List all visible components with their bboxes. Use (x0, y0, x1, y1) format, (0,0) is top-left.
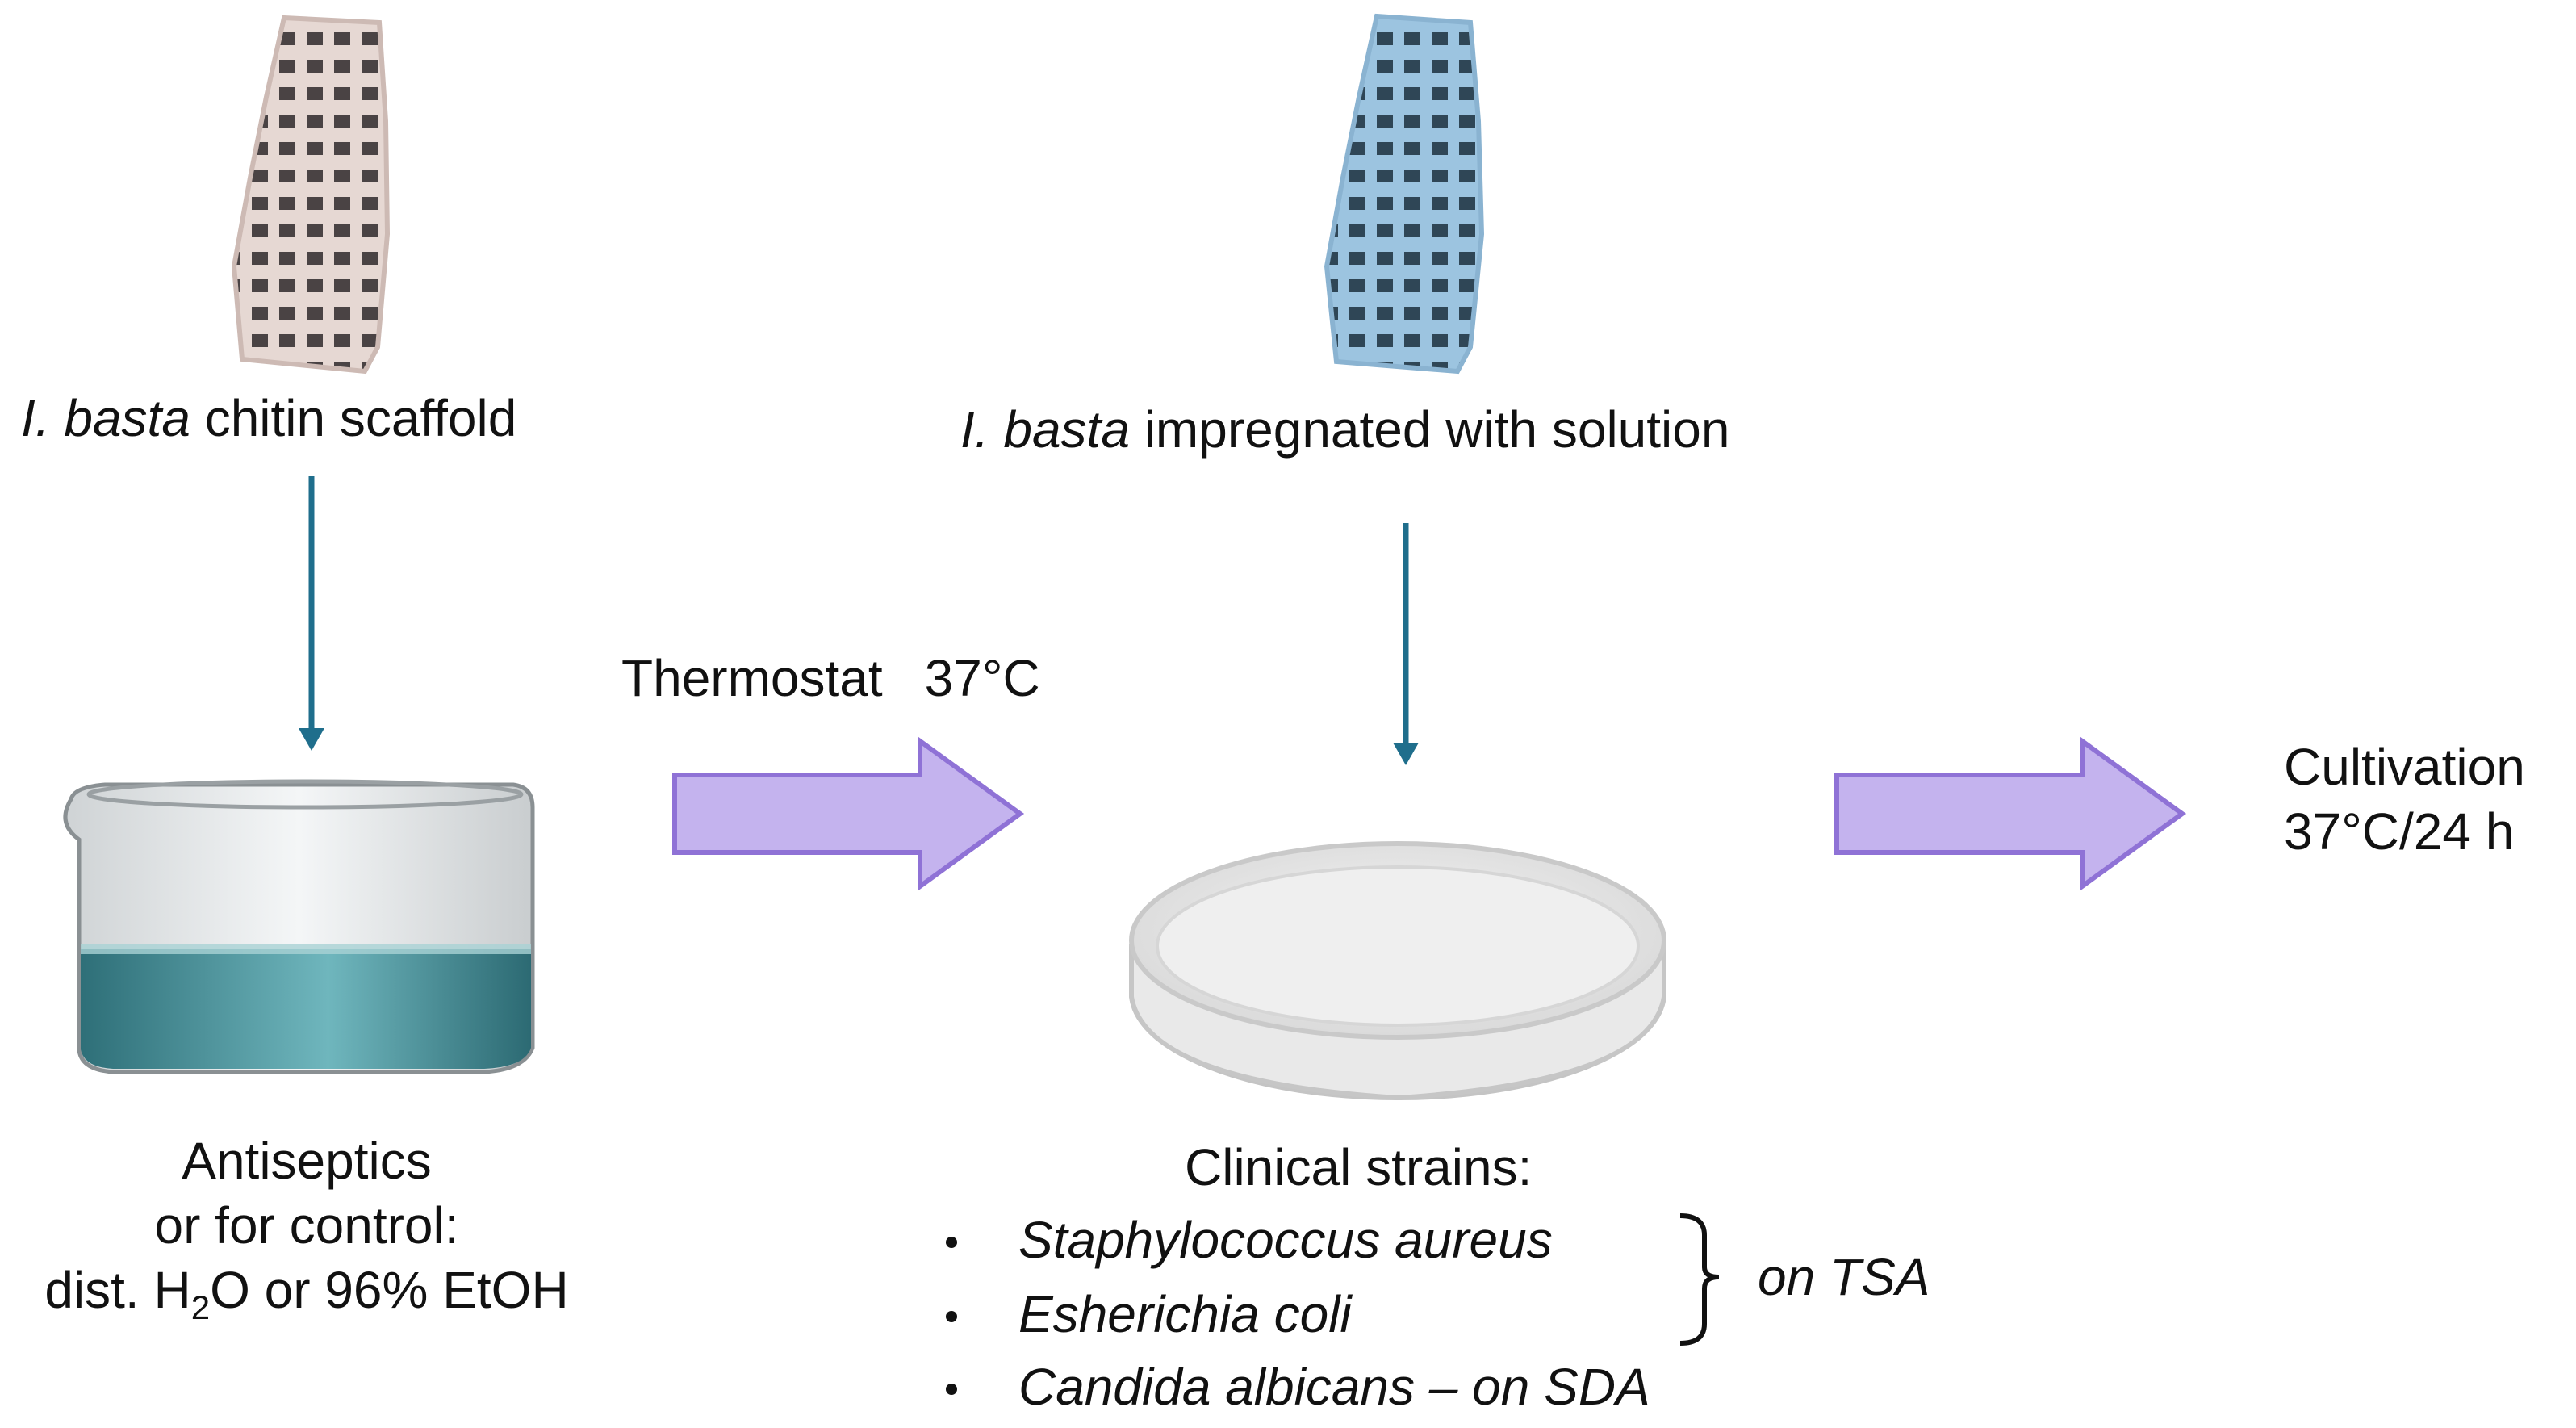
impregnated-label-rest: impregnated with solution (1129, 400, 1730, 459)
cultivation-line1: Cultivation (2284, 738, 2525, 796)
strains-title: Clinical strains: (1185, 1138, 1533, 1196)
bullet-icon (946, 1311, 957, 1322)
bullet-icon (946, 1384, 957, 1395)
scaffold-impregnated (1324, 13, 1485, 375)
arrow-impregnated-to-dish (1393, 523, 1419, 765)
scaffold-label: I. basta chitin scaffold (21, 386, 516, 450)
antiseptics-line3: dist. H2O or 96% EtOH (44, 1261, 569, 1326)
scaffold-label-rest: chitin scaffold (190, 389, 517, 447)
block-arrow-thermostat (672, 736, 1025, 891)
antiseptics-label: Antiseptics or for control: dist. H2O or… (0, 1129, 613, 1329)
block-arrow-cultivation (1834, 736, 2187, 891)
arrow-scaffold-to-beaker (299, 476, 324, 751)
species-name: I. basta (21, 389, 190, 447)
thermostat-label: Thermostat 37°C (621, 646, 1040, 710)
thermostat-text: Thermostat (621, 649, 883, 707)
petri-dish (1129, 841, 1666, 1101)
tsa-group-label: on TSA (1758, 1248, 1930, 1306)
cultivation-label: Cultivation 37°C/24 h (2284, 735, 2525, 864)
scaffold-natural (231, 15, 391, 375)
tsa-bracket (1679, 1213, 1720, 1346)
cultivation-line2: 37°C/24 h (2284, 802, 2515, 861)
species-name: I. basta (960, 400, 1130, 459)
bullet-icon (946, 1237, 957, 1248)
thermostat-temp: 37°C (924, 649, 1040, 707)
impregnated-label: I. basta impregnated with solution (960, 397, 1729, 462)
beaker (63, 779, 535, 1074)
list-item: Esherichia coli (1018, 1285, 1352, 1343)
subscript-2: 2 (190, 1288, 211, 1326)
list-item: Staphylococcus aureus (1018, 1211, 1553, 1269)
list-item: Candida albicans – on SDA (1018, 1358, 1650, 1416)
antiseptics-line2: or for control: (154, 1196, 459, 1254)
antiseptics-line1: Antiseptics (182, 1132, 432, 1190)
